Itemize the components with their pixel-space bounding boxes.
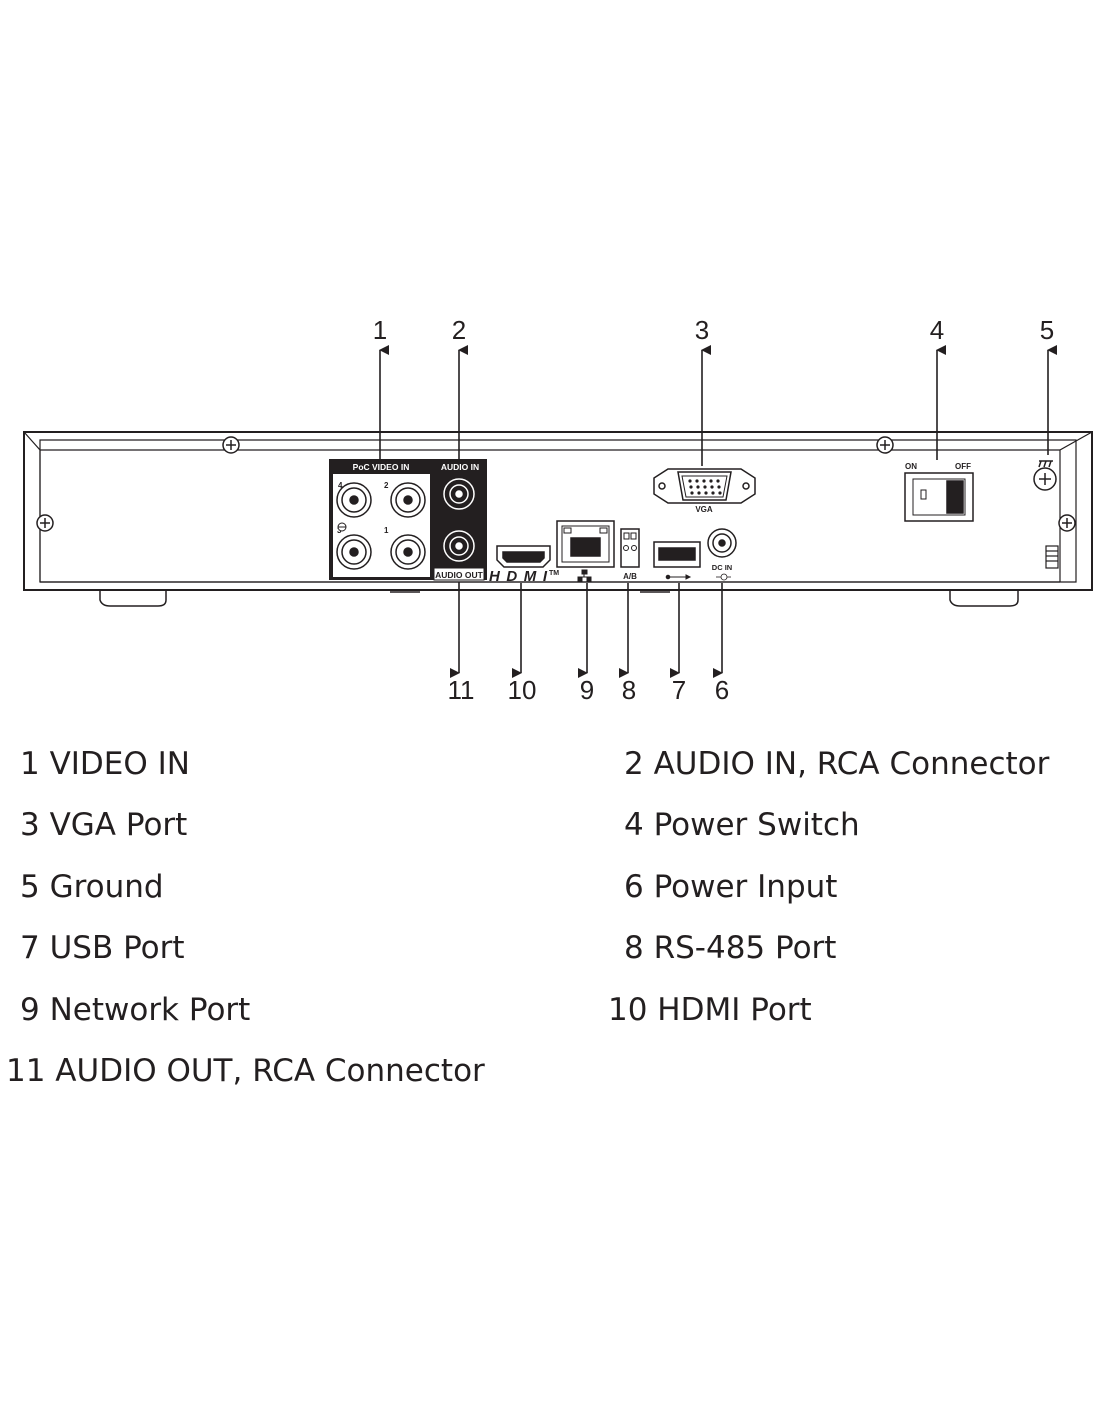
legend-item-video-in: 1 VIDEO IN xyxy=(20,746,190,782)
bnc-connector-icon xyxy=(336,534,372,570)
audio-out-label: AUDIO OUT xyxy=(435,570,484,580)
legend-item-audio-in: 2 AUDIO IN, RCA Connector xyxy=(624,746,1050,782)
ground-terminal-icon xyxy=(1033,460,1057,491)
channel-2-label: 2 xyxy=(384,481,389,490)
rca-audio-connectors xyxy=(443,478,475,562)
network-port-icon xyxy=(556,520,615,568)
audio-in-label: AUDIO IN xyxy=(441,462,479,472)
legend-item-ground: 5 Ground xyxy=(20,869,164,905)
rs485-ab-label: A/B xyxy=(623,572,637,581)
chassis-feet xyxy=(99,590,1019,607)
legend-item-rs485-port: 8 RS-485 Port xyxy=(624,930,837,966)
callout-lines xyxy=(379,345,1057,678)
screw-icon xyxy=(1058,514,1076,532)
legend-item-power-switch: 4 Power Switch xyxy=(624,807,860,843)
legend-item-hdmi-port: 10 HDMI Port xyxy=(608,992,812,1028)
switch-on-label: ON xyxy=(905,462,917,471)
callout-6: 6 xyxy=(715,675,729,705)
callout-9: 9 xyxy=(580,675,594,705)
bnc-connector-icon xyxy=(390,482,426,518)
vga-label: VGA xyxy=(695,505,713,514)
power-switch-icon xyxy=(904,472,974,522)
callout-7: 7 xyxy=(672,675,686,705)
callout-8: 8 xyxy=(622,675,636,705)
hdmi-port-icon xyxy=(496,545,551,568)
dc-in-label: DC IN xyxy=(712,563,732,572)
callout-numbers: 1 2 3 4 5 6 7 8 9 10 11 xyxy=(373,315,1054,705)
poc-video-in-label: PoC VIDEO IN xyxy=(353,462,410,472)
screw-icon xyxy=(222,436,240,454)
dc-polarity-icon xyxy=(716,573,731,581)
callout-2: 2 xyxy=(452,315,466,345)
hdmi-tm-mark: TM xyxy=(549,570,559,577)
vent-slots-icon xyxy=(1045,545,1059,569)
device-chassis xyxy=(23,431,1093,591)
dc-power-jack-icon xyxy=(707,528,737,558)
usb-symbol-icon xyxy=(665,574,692,580)
legend-item-network-port: 9 Network Port xyxy=(20,992,251,1028)
callout-11: 11 xyxy=(448,675,475,705)
screw-icons xyxy=(36,436,1076,532)
network-symbol-icon xyxy=(577,569,592,582)
bnc-video-connectors xyxy=(336,482,426,570)
legend-item-vga-port: 3 VGA Port xyxy=(20,807,188,843)
rs485-terminal-icon xyxy=(620,528,640,568)
channel-4-label: 4 xyxy=(338,481,343,490)
bnc-connector-icon xyxy=(390,534,426,570)
legend-item-usb-port: 7 USB Port xyxy=(20,930,185,966)
legend-item-power-input: 6 Power Input xyxy=(624,869,838,905)
callout-3: 3 xyxy=(695,315,709,345)
vga-port-icon xyxy=(653,468,756,504)
screw-icon xyxy=(36,514,54,532)
bnc-connector-icon xyxy=(336,482,372,518)
usb-port-icon xyxy=(653,541,701,568)
callout-1: 1 xyxy=(373,315,387,345)
switch-off-label: OFF xyxy=(955,462,971,471)
rca-connector-icon xyxy=(443,530,475,562)
channel-1-label: 1 xyxy=(384,526,389,535)
callout-4: 4 xyxy=(930,315,944,345)
screw-icon xyxy=(876,436,894,454)
callout-5: 5 xyxy=(1040,315,1054,345)
rca-connector-icon xyxy=(443,478,475,510)
legend-item-audio-out: 11 AUDIO OUT, RCA Connector xyxy=(6,1053,485,1089)
callout-10: 10 xyxy=(508,675,537,705)
